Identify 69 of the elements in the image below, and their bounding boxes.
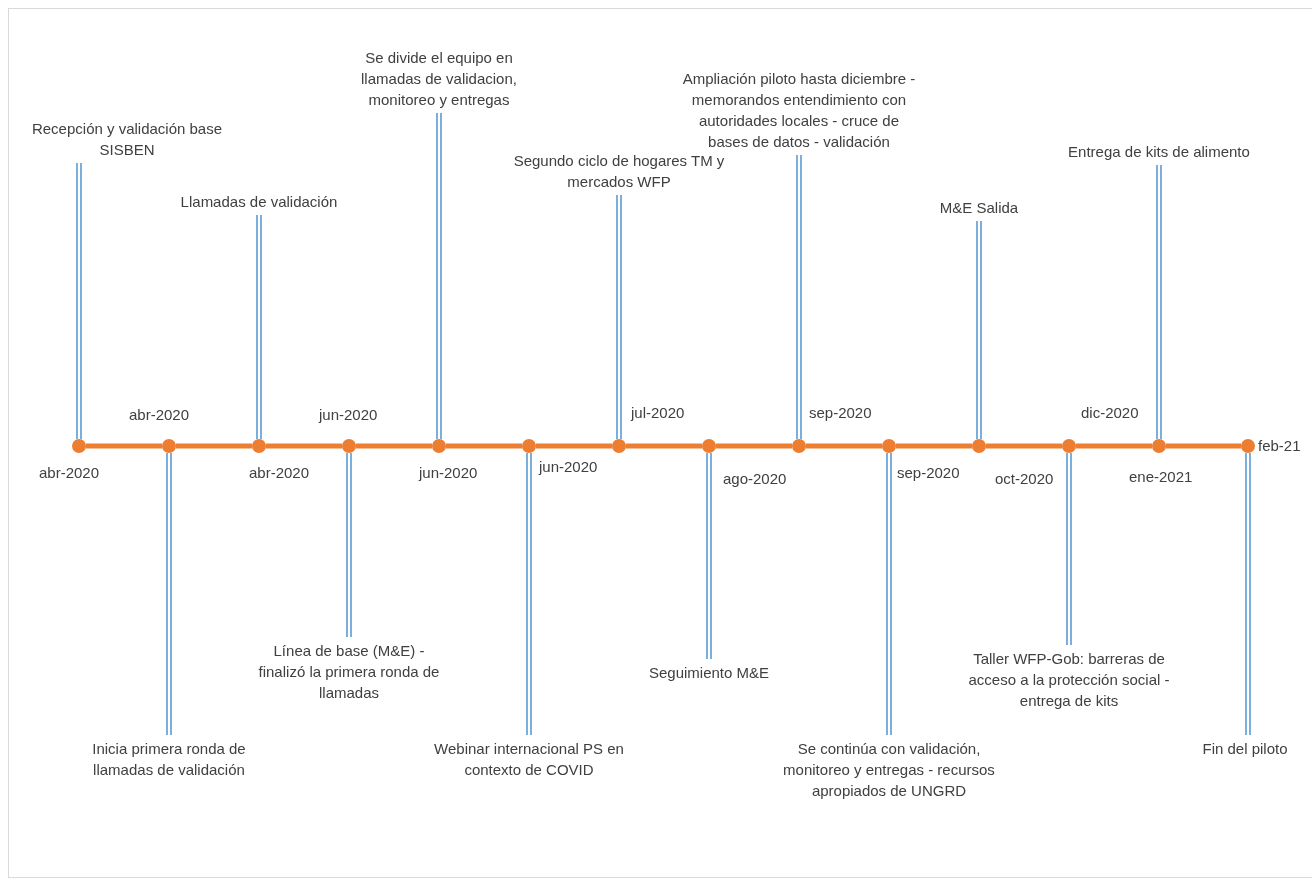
event-text: Entrega de kits de alimento: [1049, 141, 1269, 162]
timeline-segment: [176, 443, 252, 449]
drop-line: [166, 452, 172, 736]
event-text: Se divide el equipo en llamadas de validacion, monitoreo y entregas: [339, 47, 539, 110]
circle-marker: [702, 439, 716, 453]
circle-marker: [1062, 439, 1076, 453]
circle-marker: [342, 439, 356, 453]
drop-line: [346, 452, 352, 638]
event-text: Recepción y validación base SISBEN: [12, 118, 242, 160]
date-label: ene-2021: [1129, 468, 1193, 485]
date-label: jun-2020: [539, 458, 598, 475]
timeline-segment: [716, 443, 792, 449]
circle-marker: [432, 439, 446, 453]
date-label: oct-2020: [995, 470, 1054, 487]
drop-line: [256, 214, 262, 440]
event-text: Fin del piloto: [1185, 738, 1305, 759]
timeline-segment: [536, 443, 612, 449]
drop-line: [1066, 452, 1072, 646]
circle-marker: [1241, 439, 1255, 453]
drop-line: [436, 112, 442, 440]
timeline-segment: [266, 443, 342, 449]
timeline-segment: [1076, 443, 1152, 449]
timeline-segment: [986, 443, 1062, 449]
drop-line: [526, 452, 532, 736]
date-label: sep-2020: [809, 404, 872, 421]
event-text: Inicia primera ronda de llamadas de validación: [74, 738, 264, 780]
circle-marker: [162, 439, 176, 453]
date-label: abr-2020: [129, 406, 190, 423]
circle-marker: [1152, 439, 1166, 453]
timeline-segment: [806, 443, 882, 449]
event-text: Línea de base (M&E) - finalizó la primera ronda de llamadas: [249, 640, 449, 703]
circle-marker: [972, 439, 986, 453]
event-text: Webinar internacional PS en contexto de COVID: [419, 738, 639, 780]
circle-marker: [612, 439, 626, 453]
circle-marker: [522, 439, 536, 453]
event-text: M&E Salida: [919, 197, 1039, 218]
date-label: feb-21: [1258, 437, 1301, 454]
circle-marker: [792, 439, 806, 453]
timeline-segment: [86, 443, 162, 449]
event-text: Segundo ciclo de hogares TM y mercados WFP: [509, 150, 729, 192]
event-text: Llamadas de validación: [149, 191, 369, 212]
date-label: jul-2020: [631, 404, 685, 421]
timeline-segment: [896, 443, 972, 449]
drop-line: [616, 194, 622, 440]
event-text: Se continúa con validación, monitoreo y entregas - recursos apropiados de UNGRD: [774, 738, 1004, 801]
drop-line: [886, 452, 892, 736]
drop-line: [1156, 164, 1162, 440]
drop-line: [796, 154, 802, 440]
timeline-segment: [356, 443, 432, 449]
timeline-segment: [1166, 443, 1241, 449]
date-label: jun-2020: [419, 464, 478, 481]
event-text: Taller WFP-Gob: barreras de acceso a la protección social - entrega de kits: [954, 648, 1184, 711]
event-text: Seguimiento M&E: [629, 662, 789, 683]
date-label: abr-2020: [39, 464, 100, 481]
date-label: dic-2020: [1081, 404, 1139, 421]
drop-line: [706, 452, 712, 660]
drop-line: [976, 220, 982, 440]
circle-marker: [882, 439, 896, 453]
date-label: abr-2020: [249, 464, 310, 481]
date-label: ago-2020: [723, 470, 787, 487]
circle-marker: [72, 439, 86, 453]
drop-line: [1245, 452, 1251, 736]
event-text: Ampliación piloto hasta diciembre - memorandos entendimiento con autoridades locales - cruce de bases de datos - validación: [679, 68, 919, 152]
date-label: jun-2020: [319, 406, 378, 423]
drop-line: [76, 162, 82, 440]
date-label: sep-2020: [897, 464, 960, 481]
timeline-segment: [446, 443, 522, 449]
timeline-segment: [626, 443, 702, 449]
circle-marker: [252, 439, 266, 453]
